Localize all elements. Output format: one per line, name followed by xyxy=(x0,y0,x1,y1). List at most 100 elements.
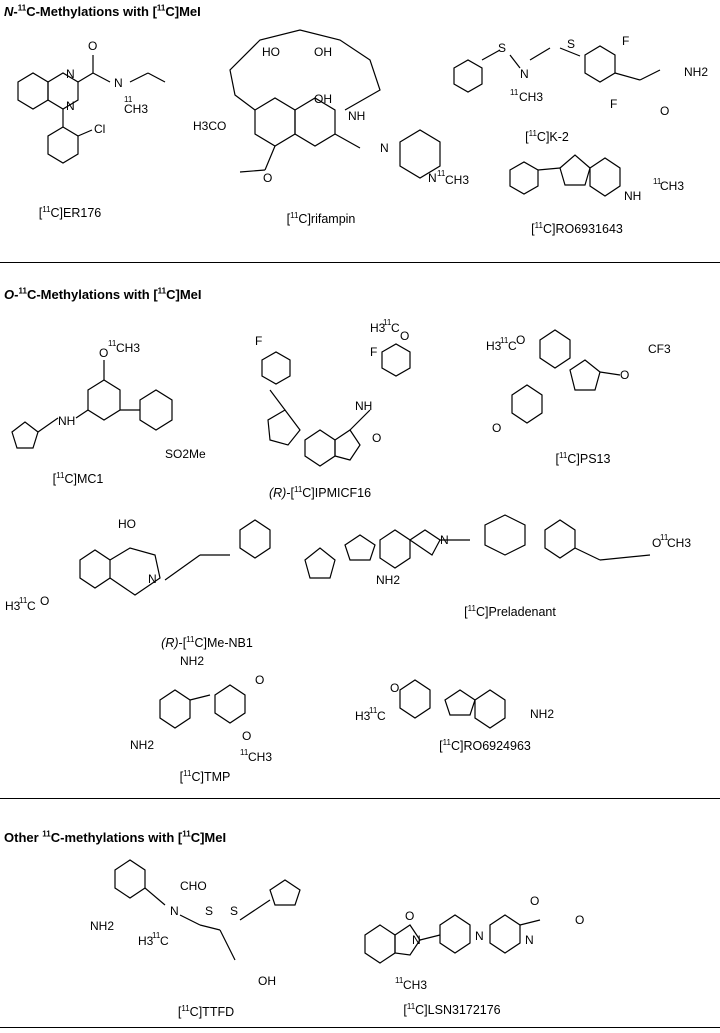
svg-text:C: C xyxy=(508,339,517,353)
svg-text:11: 11 xyxy=(152,931,161,940)
svg-text:O: O xyxy=(530,894,539,908)
svg-text:O: O xyxy=(372,431,381,445)
caption-ttfd: [11C]TTFD xyxy=(177,1003,235,1019)
section-divider-2 xyxy=(0,798,720,799)
svg-text:C: C xyxy=(377,709,386,723)
svg-text:F: F xyxy=(255,334,262,348)
svg-text:O: O xyxy=(492,421,501,435)
svg-text:O: O xyxy=(620,368,629,382)
caption-tmp: [11C]TMP xyxy=(179,768,231,784)
caption-rifampin: [11C]rifampin xyxy=(286,210,356,226)
svg-text:HO: HO xyxy=(118,517,136,531)
svg-text:OH: OH xyxy=(314,45,332,59)
svg-text:11: 11 xyxy=(510,88,519,97)
svg-text:OH: OH xyxy=(258,974,276,988)
atom-cl: Cl xyxy=(94,122,105,136)
section-divider-3 xyxy=(0,1027,720,1028)
svg-text:NH: NH xyxy=(355,399,372,413)
svg-text:O: O xyxy=(390,681,399,695)
svg-text:O: O xyxy=(405,909,414,923)
svg-text:C: C xyxy=(27,599,36,613)
svg-text:CH3: CH3 xyxy=(660,179,684,193)
svg-text:O: O xyxy=(242,729,251,743)
svg-text:NH2: NH2 xyxy=(130,738,154,752)
svg-text:H3: H3 xyxy=(138,934,154,948)
svg-text:F: F xyxy=(610,97,617,111)
svg-text:11: 11 xyxy=(653,177,662,186)
svg-text:O: O xyxy=(652,536,661,550)
structure-preladenant: NH2 N O 11 CH3 xyxy=(304,514,691,587)
svg-text:N: N xyxy=(440,533,449,547)
structure-lsn3172176: O N N N O O 11 CH3 xyxy=(364,894,584,992)
svg-text:O: O xyxy=(40,594,49,608)
svg-text:O: O xyxy=(516,333,525,347)
svg-text:O: O xyxy=(575,913,584,927)
caption-ro6924963: [11C]RO6924963 xyxy=(439,737,531,753)
svg-text:H3CO: H3CO xyxy=(193,119,226,133)
caption-lsn3172176: [11C]LSN3172176 xyxy=(403,1001,501,1017)
svg-text:S: S xyxy=(230,904,238,918)
svg-text:C: C xyxy=(160,934,169,948)
svg-text:S: S xyxy=(498,41,506,55)
structure-ps13: H3 11 C O O CF3 O xyxy=(486,329,671,435)
svg-text:11: 11 xyxy=(660,533,669,542)
svg-text:N: N xyxy=(520,67,529,81)
svg-text:NH2: NH2 xyxy=(530,707,554,721)
svg-text:11: 11 xyxy=(383,318,392,327)
svg-text:CH3: CH3 xyxy=(248,750,272,764)
svg-text:11: 11 xyxy=(240,748,249,757)
caption-ps13: [11C]PS13 xyxy=(555,450,611,466)
svg-text:11: 11 xyxy=(437,169,446,178)
structure-me-nb1: HO N H3 11 C O xyxy=(5,517,271,613)
svg-text:NH2: NH2 xyxy=(180,654,204,668)
svg-text:N: N xyxy=(170,904,179,918)
svg-text:H3: H3 xyxy=(486,339,502,353)
svg-text:SO2Me: SO2Me xyxy=(165,447,206,461)
section-divider-1 xyxy=(0,262,720,263)
svg-text:O: O xyxy=(255,673,264,687)
svg-text:S: S xyxy=(567,37,575,51)
svg-text:11: 11 xyxy=(369,706,378,715)
atom-n: N xyxy=(114,76,123,90)
structure-ro6931643: NH 11 CH3 xyxy=(509,154,684,203)
svg-text:N: N xyxy=(412,933,421,947)
atom-n: N xyxy=(66,99,75,113)
svg-text:NH: NH xyxy=(58,414,75,428)
caption-me-nb1: (R)-[11C]Me-NB1 xyxy=(161,634,253,650)
structure-mc1: NH O 11 CH3 SO2Me xyxy=(11,339,206,461)
caption-er176: [11C]ER176 xyxy=(38,204,102,220)
svg-text:S: S xyxy=(205,904,213,918)
svg-text:F: F xyxy=(622,34,629,48)
svg-text:11: 11 xyxy=(395,976,404,985)
svg-text:OH: OH xyxy=(314,92,332,106)
section-title-other-methylations: Other 11C-methylations with [11C]MeI xyxy=(4,829,227,845)
caption-mc1: [11C]MC1 xyxy=(52,470,104,486)
caption-ipmicf16: (R)-[11C]IPMICF16 xyxy=(268,484,372,500)
structure-ro6924963: H3 11 C O NH2 xyxy=(355,679,554,729)
svg-text:NH: NH xyxy=(348,109,365,123)
svg-text:O: O xyxy=(263,171,272,185)
svg-text:O: O xyxy=(400,329,409,343)
svg-text:NH2: NH2 xyxy=(376,573,400,587)
svg-text:CH3: CH3 xyxy=(445,173,469,187)
section-title-o-methylations: O-11C-Methylations with [11C]MeI xyxy=(4,286,202,302)
structure-ipmicf16: F NH O F H3 11 C O xyxy=(255,318,411,467)
structure-k2: S N 11 CH3 S F F O NH2 xyxy=(453,34,708,118)
svg-text:N: N xyxy=(525,933,534,947)
structure-er176: N N O N 11 CH3 Cl xyxy=(17,39,166,164)
svg-text:CH3: CH3 xyxy=(403,978,427,992)
svg-text:N: N xyxy=(380,141,389,155)
atom-n: N xyxy=(66,67,75,81)
svg-text:11: 11 xyxy=(500,336,509,345)
svg-text:F: F xyxy=(370,345,377,359)
structure-ttfd: NH2 N CHO S S H3 11 C OH xyxy=(90,859,301,988)
svg-text:NH2: NH2 xyxy=(90,919,114,933)
svg-text:CH3: CH3 xyxy=(519,90,543,104)
svg-text:CH3: CH3 xyxy=(667,536,691,550)
svg-text:O: O xyxy=(660,104,669,118)
svg-text:11: 11 xyxy=(108,339,117,348)
svg-text:H3: H3 xyxy=(370,321,386,335)
svg-text:CH3: CH3 xyxy=(116,341,140,355)
caption-k2: [11C]K-2 xyxy=(525,128,569,144)
